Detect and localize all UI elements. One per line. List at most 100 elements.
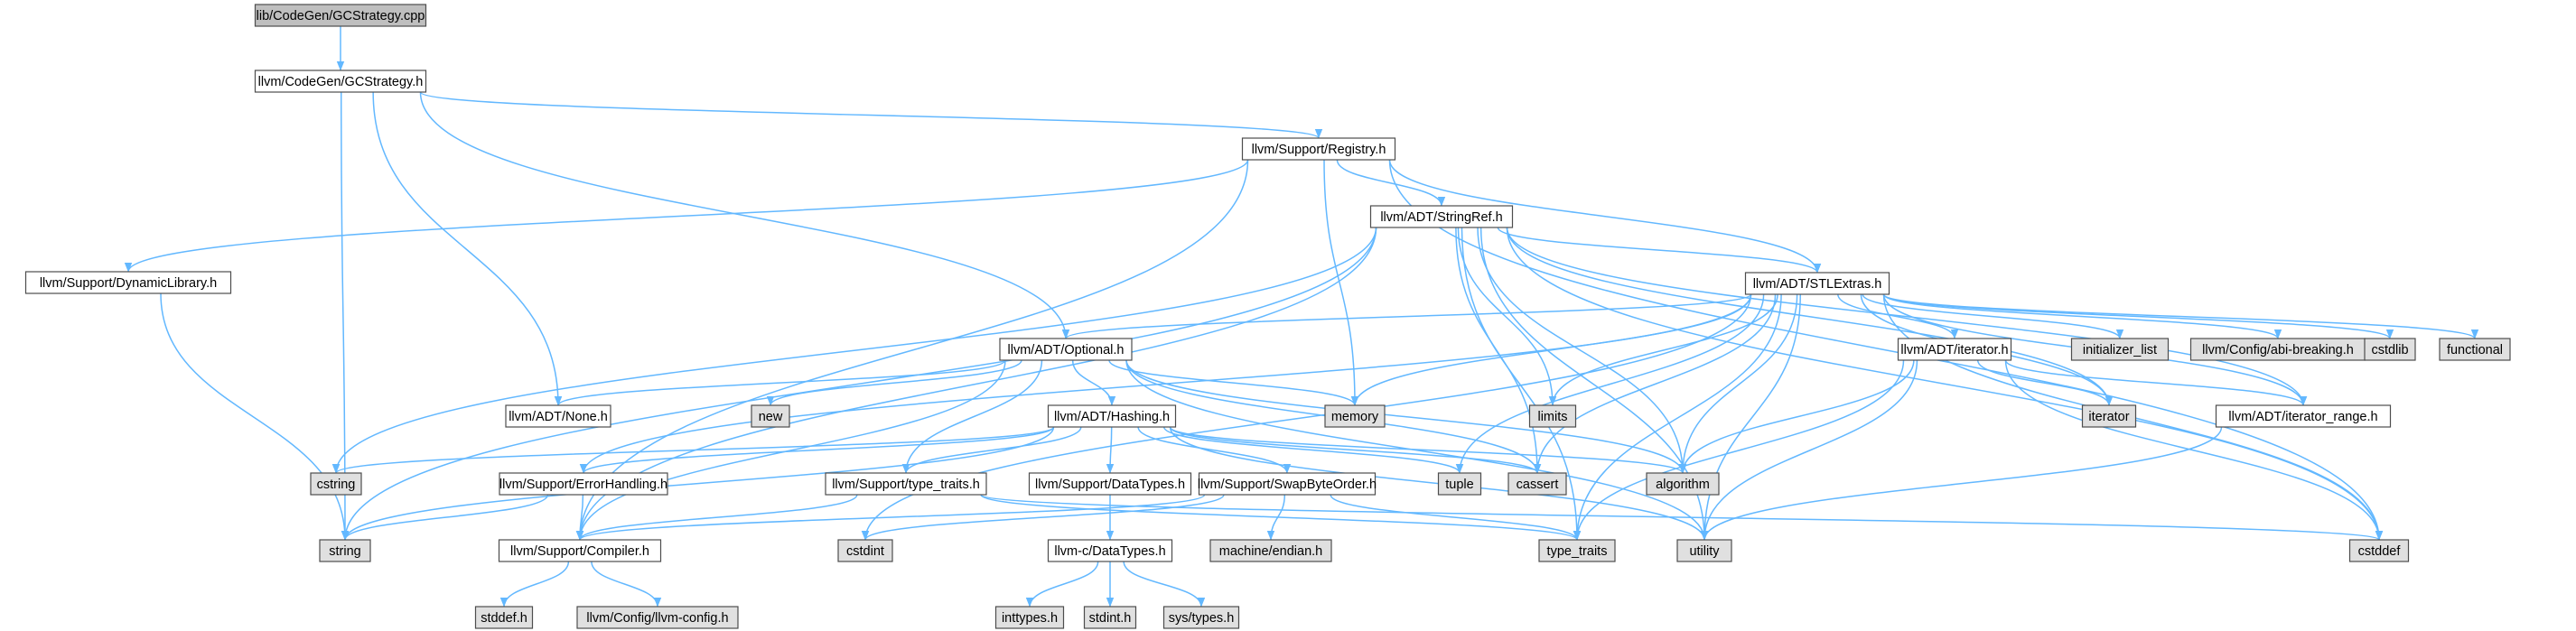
node-cstdint: cstdint: [837, 539, 893, 562]
node-label: llvm/Support/Registry.h: [1252, 143, 1386, 157]
node-label: llvm/Support/SwapByteOrder.h: [1198, 478, 1377, 492]
node-box: [2439, 338, 2511, 361]
node-label: new: [759, 410, 783, 424]
edge-llvm-adt-stlextras-h-to-cassert: [1533, 293, 1777, 474]
node-lib-codegen-gcstrategy-cpp[interactable]: lib/CodeGen/GCStrategy.cpp: [254, 4, 427, 27]
node-label: llvm/Support/DataTypes.h: [1035, 478, 1185, 492]
node-llvm-config-llvm-config-h: llvm/Config/llvm-config.h: [576, 606, 739, 629]
node-label: llvm/ADT/iterator.h: [1900, 343, 2008, 357]
edge-llvm-support-swapbyteorder-h-to-machine-endian-h: [1266, 494, 1286, 541]
node-box: [310, 472, 362, 496]
node-label: initializer_list: [2083, 343, 2157, 357]
node-llvm-adt-stringref-h[interactable]: llvm/ADT/StringRef.h: [1369, 205, 1514, 228]
edge-llvm-support-registry-h-to-llvm-adt-stlextras-h: [1388, 159, 1822, 274]
edge-llvm-adt-optional-h-to-new: [766, 359, 1022, 406]
node-llvm-support-type-traits-h[interactable]: llvm/Support/type_traits.h: [825, 472, 987, 496]
edge-llvm-adt-stringref-h-to-cstddef: [1506, 227, 2384, 541]
node-tuple: tuple: [1437, 472, 1482, 496]
edge-llvm-support-type-traits-h-to-llvm-support-compiler-h: [575, 494, 858, 541]
edge-llvm-adt-hashing-h-to-llvm-support-type-traits-h: [901, 426, 1082, 474]
edge-llvm-adt-stringref-h-to-algorithm: [1477, 227, 1687, 474]
edge-llvm-adt-stlextras-h-to-initializer-list: [1862, 293, 2124, 339]
node-llvm-adt-stlextras-h[interactable]: llvm/ADT/STLExtras.h: [1744, 272, 1890, 295]
edge-llvm-adt-iterator-h-to-type-traits: [1573, 359, 1905, 541]
node-box: [1744, 272, 1890, 295]
node-llvm-codegen-gcstrategy-h[interactable]: llvm/CodeGen/GCStrategy.h: [254, 70, 427, 93]
node-box: [505, 404, 611, 428]
edge-llvm-adt-iterator-h-to-llvm-adt-iterator-range-h: [2004, 359, 2308, 406]
edge-llvm-adt-hashing-h-to-llvm-support-swapbyteorder-h: [1137, 426, 1292, 474]
node-sys-types-h: sys/types.h: [1162, 606, 1240, 629]
node-llvm-c-datatypes-h[interactable]: llvm-c/DataTypes.h: [1047, 539, 1173, 562]
node-llvm-support-dynamiclibrary-h[interactable]: llvm/Support/DynamicLibrary.h: [24, 271, 232, 294]
node-algorithm: algorithm: [1646, 472, 1720, 496]
node-llvm-support-registry-h[interactable]: llvm/Support/Registry.h: [1241, 137, 1396, 161]
node-box: [1028, 472, 1192, 496]
node-string: string: [319, 539, 371, 562]
node-label: stdint.h: [1089, 611, 1132, 626]
edge-llvm-adt-stringref-h-to-iterator: [1506, 227, 2114, 406]
node-label: llvm/ADT/None.h: [509, 410, 608, 424]
node-llvm-adt-hashing-h[interactable]: llvm/ADT/Hashing.h: [1047, 404, 1177, 428]
node-cstring: cstring: [310, 472, 362, 496]
node-new: new: [751, 404, 790, 428]
edge-llvm-codegen-gcstrategy-h-to-llvm-adt-optional-h: [419, 91, 1070, 339]
edge-llvm-support-compiler-h-to-stddef-h: [499, 561, 570, 608]
node-box: [1083, 606, 1137, 629]
node-llvm-support-compiler-h[interactable]: llvm/Support/Compiler.h: [498, 539, 662, 562]
node-llvm-support-datatypes-h[interactable]: llvm/Support/DataTypes.h: [1028, 472, 1192, 496]
node-llvm-support-swapbyteorder-h[interactable]: llvm/Support/SwapByteOrder.h: [1198, 472, 1377, 496]
edge-llvm-adt-stringref-h-to-cstring: [331, 227, 1377, 474]
edge-llvm-adt-optional-h-to-llvm-support-type-traits-h: [901, 359, 1043, 474]
node-llvm-adt-optional-h[interactable]: llvm/ADT/Optional.h: [999, 338, 1133, 361]
node-memory: memory: [1324, 404, 1386, 428]
node-box: [999, 338, 1133, 361]
node-label: cstdlib: [2371, 343, 2408, 357]
node-limits: limits: [1528, 404, 1577, 428]
node-llvm-adt-iterator-range-h[interactable]: llvm/ADT/iterator_range.h: [2215, 404, 2392, 428]
node-box: [254, 4, 427, 27]
node-label: functional: [2447, 343, 2503, 357]
node-box: [825, 472, 987, 496]
node-llvm-adt-none-h[interactable]: llvm/ADT/None.h: [505, 404, 611, 428]
node-label: iterator: [2088, 410, 2129, 424]
node-box: [1162, 606, 1240, 629]
node-type-traits: type_traits: [1538, 539, 1616, 562]
edge-llvm-adt-stlextras-h-to-type-traits: [1573, 293, 1782, 541]
node-box: [576, 606, 739, 629]
node-llvm-config-abi-breaking-h: llvm/Config/abi-breaking.h: [2189, 338, 2366, 361]
node-functional: functional: [2439, 338, 2511, 361]
edge-llvm-adt-optional-h-to-llvm-adt-hashing-h: [1071, 359, 1116, 406]
edge-llvm-adt-stlextras-h-to-llvm-adt-optional-h: [1062, 293, 1752, 339]
node-box: [2348, 539, 2410, 562]
node-label: algorithm: [1656, 478, 1710, 492]
edge-llvm-adt-stringref-h-to-type-traits: [1461, 227, 1582, 541]
edge-llvm-adt-hashing-h-to-string: [341, 426, 1055, 541]
node-label: llvm/ADT/Optional.h: [1008, 343, 1125, 357]
edge-llvm-adt-stringref-h-to-llvm-adt-stlextras-h: [1497, 227, 1822, 274]
edge-llvm-adt-optional-h-to-memory: [1108, 359, 1359, 406]
node-label: llvm/ADT/STLExtras.h: [1753, 277, 1882, 292]
edge-llvm-adt-stlextras-h-to-cstdlib: [1882, 293, 2394, 339]
node-label: llvm/Config/abi-breaking.h: [2202, 343, 2354, 357]
edge-llvm-adt-iterator-h-to-utility: [1700, 359, 1918, 541]
node-label: inttypes.h: [1002, 611, 1058, 626]
edge-llvm-adt-hashing-h-to-llvm-support-datatypes-h: [1106, 426, 1115, 474]
node-box: [1324, 404, 1386, 428]
node-label: llvm-c/DataTypes.h: [1054, 544, 1165, 559]
edge-llvm-support-registry-h-to-cstddef: [1388, 159, 2384, 541]
node-label: type_traits: [1547, 544, 1608, 559]
edge-llvm-adt-stlextras-h-to-llvm-adt-iterator-h: [1837, 293, 1959, 339]
edge-llvm-c-datatypes-h-to-sys-types-h: [1123, 561, 1206, 608]
node-box: [2364, 338, 2416, 361]
edge-llvm-support-swapbyteorder-h-to-cstdint: [861, 494, 1225, 541]
node-box: [24, 271, 232, 294]
node-box: [254, 70, 427, 93]
node-box: [1507, 472, 1567, 496]
node-llvm-adt-iterator-h[interactable]: llvm/ADT/iterator.h: [1897, 338, 2012, 361]
node-llvm-support-errorhandling-h[interactable]: llvm/Support/ErrorHandling.h: [499, 472, 668, 496]
edge-llvm-support-registry-h-to-llvm-support-compiler-h: [575, 159, 1249, 541]
node-label: llvm/Support/Compiler.h: [510, 544, 649, 559]
node-box: [1646, 472, 1720, 496]
node-label: cstdint: [846, 544, 884, 559]
